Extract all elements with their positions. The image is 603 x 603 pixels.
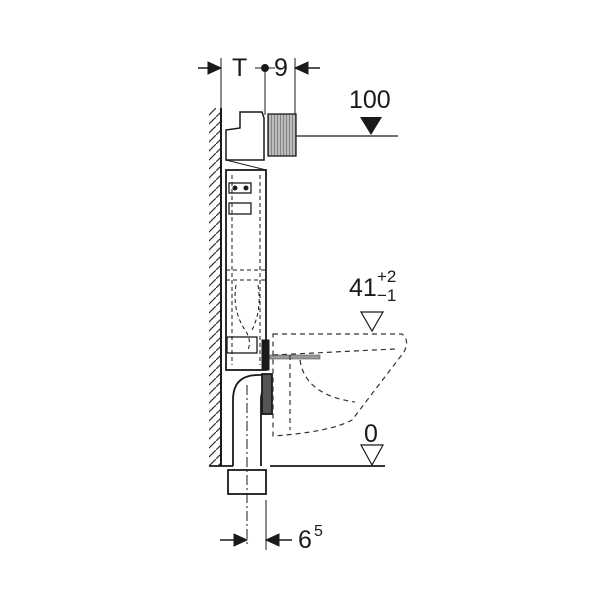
level-0-marker: [359, 444, 385, 467]
top-dimension: [198, 58, 320, 115]
level-label-100: 100: [349, 86, 391, 114]
bottom-dimension: [220, 500, 292, 550]
wc-bowl-outline: [272, 333, 408, 437]
cistern-frame: [225, 111, 297, 371]
tolerance-minus: −1: [377, 286, 397, 305]
dimension-label-9: 9: [274, 54, 288, 82]
level-label-41: 41: [349, 274, 377, 302]
dimension-label-bottom-sup: 5: [314, 523, 323, 540]
level-label-0: 0: [364, 420, 378, 448]
waste-pipe: [227, 373, 273, 545]
fixing-bolt: [269, 354, 321, 360]
tolerance-plus: +2: [377, 267, 397, 286]
level-100-marker: [296, 117, 398, 137]
level-41-marker: [359, 311, 385, 333]
wall-hatch: [209, 108, 222, 466]
dimension-label-bottom: 6: [298, 526, 312, 554]
dimension-label-t: T: [232, 54, 248, 82]
